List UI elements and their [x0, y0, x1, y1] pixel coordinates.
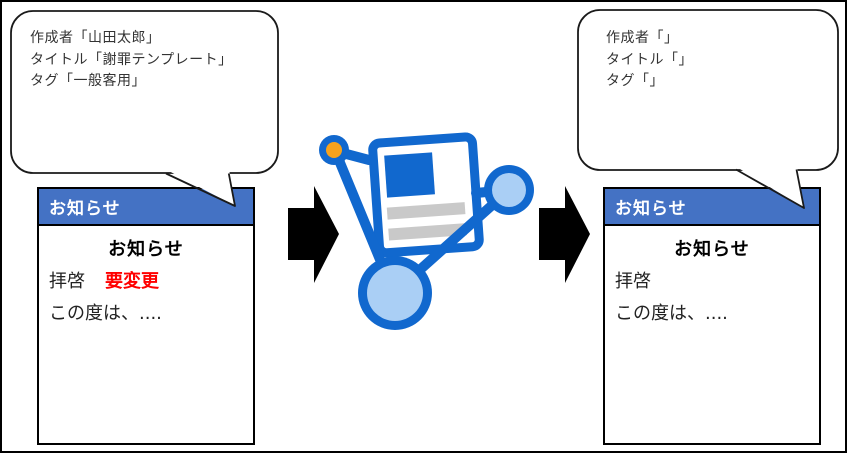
right-window-title: お知らせ [615, 199, 687, 219]
change-required-note: 要変更 [105, 271, 159, 292]
doc-body-line: この度は、.... [615, 303, 728, 324]
left-window-title: お知らせ [49, 199, 121, 219]
node-orange-outer [319, 135, 349, 165]
left-window-body: お知らせ 拝啓要変更 この度は、.... [39, 226, 253, 330]
left-document-window: お知らせ お知らせ 拝啓要変更 この度は、.... [37, 187, 255, 445]
node-bottom-inner [367, 265, 423, 321]
metadata-author-line: 作成者「山田太郎」 [30, 30, 161, 46]
greeting-text: 拝啓 [615, 271, 651, 292]
node-right-outer [484, 165, 534, 215]
right-window-title-bar: お知らせ [605, 189, 819, 226]
doc-image-block [384, 152, 435, 198]
doc-greeting-line: 拝啓要変更 [49, 266, 243, 298]
document-share-network-icon [319, 132, 534, 330]
node-bottom-outer [358, 256, 432, 330]
metadata-title-line: タイトル「謝罪テンプレート」 [30, 51, 233, 68]
node-orange-inner [326, 142, 342, 158]
right-document-window: お知らせ お知らせ 拝啓 この度は、.... [603, 187, 821, 445]
right-window-body: お知らせ 拝啓 この度は、.... [605, 226, 819, 330]
metadata-author-line: 作成者「」 [606, 30, 679, 46]
left-window-title-bar: お知らせ [39, 189, 253, 226]
doc-heading: お知らせ [108, 239, 184, 260]
doc-text-line [386, 202, 466, 220]
left-arrow-icon [288, 186, 339, 283]
metadata-tag-line: タグ「一般客用」 [30, 73, 146, 89]
left-bubble-metadata: 作成者「山田太郎」 タイトル「謝罪テンプレート」 タグ「一般客用」 [30, 28, 233, 93]
right-bubble-metadata: 作成者「」 タイトル「」 タグ「」 [606, 28, 693, 93]
metadata-title-line: タイトル「」 [606, 51, 693, 68]
right-arrow-icon [539, 186, 590, 283]
node-right-inner [492, 173, 526, 207]
doc-heading: お知らせ [674, 239, 750, 260]
doc-text-line [388, 223, 467, 241]
doc-greeting-line: 拝啓 [615, 266, 809, 298]
metadata-tag-line: タグ「」 [606, 73, 664, 89]
doc-body-line: この度は、.... [49, 303, 162, 324]
greeting-text: 拝啓 [49, 271, 85, 292]
